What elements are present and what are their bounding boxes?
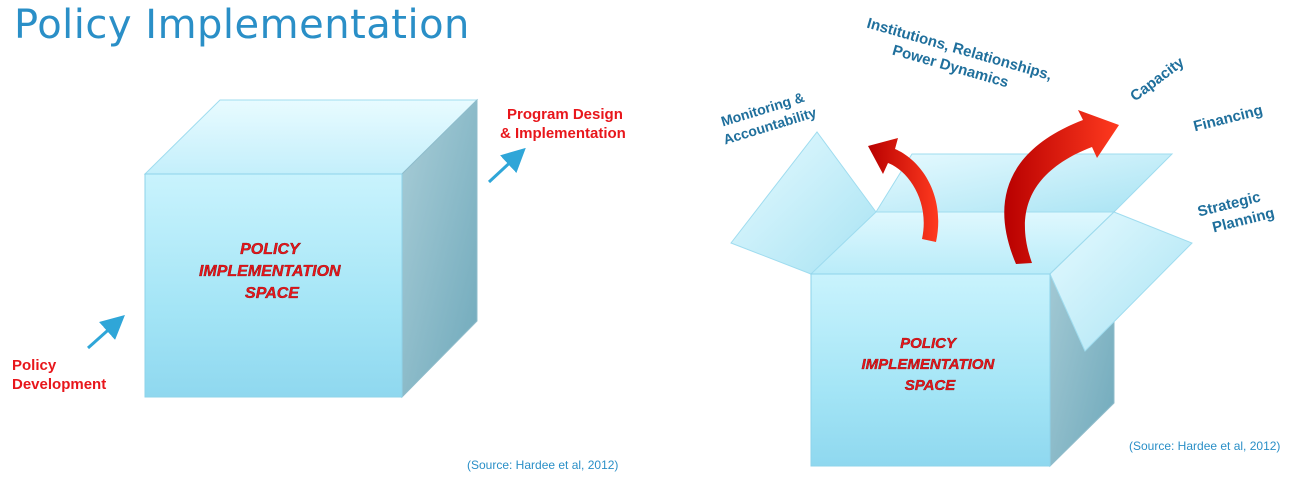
box-front-face <box>810 273 1051 467</box>
capacity-line-1: Capacity <box>1127 53 1188 105</box>
input-arrow <box>87 315 125 350</box>
program-design-label: Program Design & Implementation <box>500 106 627 142</box>
program-design-line-1: Program Design <box>507 106 623 123</box>
program-design-line-2: & Implementation <box>500 125 626 142</box>
right-box: POLICY IMPLEMENTATION SPACE <box>730 131 1193 468</box>
financing-line-1: Financing <box>1192 102 1265 136</box>
left-cube-label-line-3: SPACE <box>245 285 300 302</box>
left-source-citation: (Source: Hardee et al, 2012) <box>467 458 618 472</box>
right-box-label-line-2: IMPLEMENTATION <box>862 356 996 373</box>
left-curved-arrow <box>868 138 939 242</box>
capacity-label: Capacity <box>1127 53 1188 105</box>
right-source-citation: (Source: Hardee et al, 2012) <box>1129 439 1280 453</box>
page-title: Policy Implementation <box>14 2 470 48</box>
left-cube-label-line-1: POLICY <box>240 241 301 258</box>
right-curved-arrow <box>1004 110 1119 264</box>
right-box-label: POLICY IMPLEMENTATION SPACE <box>862 335 999 394</box>
policy-development-label: Policy Development <box>12 357 106 393</box>
left-cube: POLICY IMPLEMENTATION SPACE <box>143 98 479 399</box>
right-box-label-line-3: SPACE <box>905 377 957 394</box>
box-right-flap <box>1049 211 1193 352</box>
right-box-label-line-1: POLICY <box>900 335 958 352</box>
left-cube-label-line-2: IMPLEMENTATION <box>199 263 341 280</box>
policy-development-line-1: Policy <box>12 357 57 374</box>
strategic-planning-label: Strategic Planning <box>1196 186 1276 239</box>
policy-development-line-2: Development <box>12 376 106 393</box>
output-arrow <box>487 147 526 184</box>
left-cube-front-face <box>144 173 403 398</box>
institutions-label: Institutions, Relationships, Power Dynam… <box>860 15 1058 104</box>
monitoring-accountability-label: Monitoring & Accountability <box>716 87 818 148</box>
financing-label: Financing <box>1192 102 1265 136</box>
left-cube-label: POLICY IMPLEMENTATION SPACE <box>199 241 345 302</box>
